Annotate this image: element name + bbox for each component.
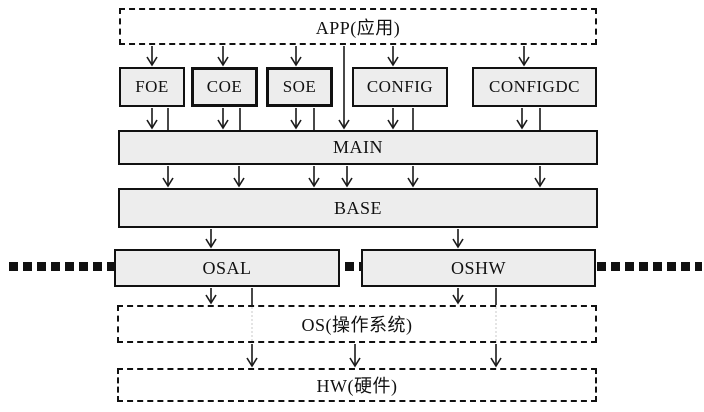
edges-main-to-base <box>162 166 546 188</box>
node-coe: COE <box>191 67 258 107</box>
edges-os-to-hw <box>246 344 502 368</box>
edge-app-to-main <box>338 46 350 130</box>
node-config: CONFIG <box>352 67 448 107</box>
node-osal: OSAL <box>114 249 340 287</box>
node-main: MAIN <box>118 130 598 165</box>
node-foe: FOE <box>119 67 185 107</box>
edges-base-to-os-layer <box>205 229 464 249</box>
node-app: APP(应用) <box>119 8 597 45</box>
node-os: OS(操作系统) <box>117 305 597 343</box>
node-oshw: OSHW <box>361 249 596 287</box>
edges-modules-to-main <box>146 108 541 130</box>
edges-app-to-modules <box>146 46 530 67</box>
edges-osal-oshw-to-os <box>205 288 497 305</box>
node-soe: SOE <box>266 67 333 107</box>
node-base: BASE <box>118 188 598 228</box>
node-hw: HW(硬件) <box>117 368 597 402</box>
node-configdc: CONFIGDC <box>472 67 597 107</box>
